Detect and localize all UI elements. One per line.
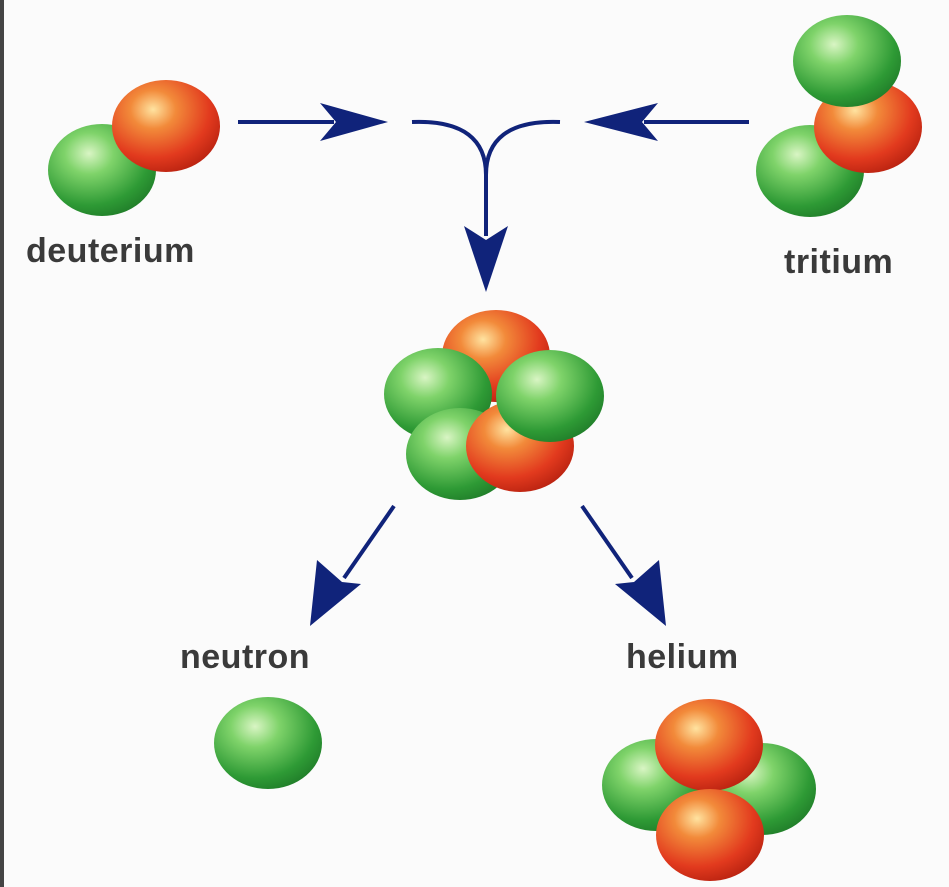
- arrowhead-tritium-in: [584, 103, 658, 141]
- arrow-merge: [411, 119, 561, 236]
- helium-label: helium: [626, 638, 739, 676]
- arrow-to-helium: [580, 504, 634, 580]
- arrow-to-neutron: [342, 504, 396, 580]
- helium-proton-top: [655, 699, 763, 791]
- tritium-label: tritium: [784, 243, 894, 281]
- arrowhead-deuterium-in: [320, 103, 388, 141]
- fusion-diagram-graphic: [48, 15, 922, 881]
- tritium-neutron-top: [793, 15, 901, 107]
- deuterium-nucleus: [48, 80, 220, 216]
- arrows: [238, 103, 749, 626]
- helium-proton-bottom: [656, 789, 764, 881]
- arrowhead-to-helium: [615, 560, 666, 626]
- deuterium-label: deuterium: [26, 232, 195, 270]
- neutron-label: neutron: [180, 638, 311, 676]
- combined-nucleus: [384, 310, 604, 500]
- helium-nucleus: [602, 699, 816, 881]
- deuterium-proton: [112, 80, 220, 172]
- neutron-particle: [214, 697, 322, 789]
- arrowhead-to-neutron: [310, 560, 361, 626]
- free-neutron: [214, 697, 322, 789]
- combined-neutron-right: [496, 350, 604, 442]
- arrowhead-merge-down: [464, 226, 508, 292]
- tritium-nucleus: [756, 15, 922, 217]
